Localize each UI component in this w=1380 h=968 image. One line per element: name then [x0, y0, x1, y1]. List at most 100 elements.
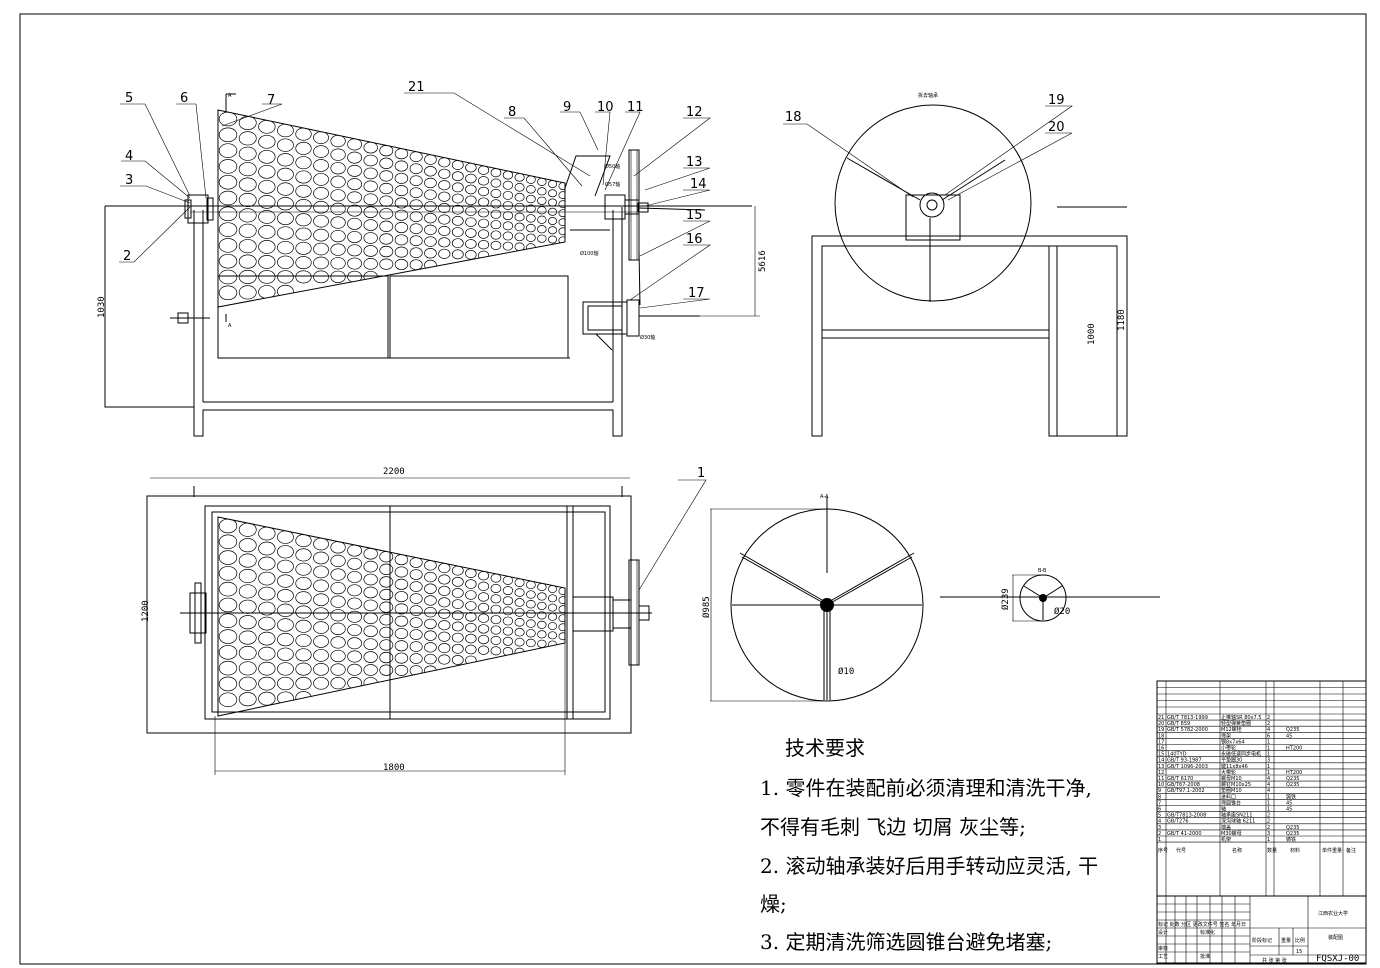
perforation-hole [394, 664, 409, 676]
perforation-hole [347, 663, 362, 676]
perforation-hole [409, 199, 423, 211]
perforation-hole [537, 225, 547, 234]
perforation-hole [394, 148, 409, 160]
perforation-hole [394, 185, 409, 197]
perforation-hole [394, 234, 409, 246]
perforation-hole [537, 611, 547, 620]
perforation-hole [478, 592, 490, 602]
perforation-hole [313, 200, 329, 214]
perforation-hole [465, 239, 477, 249]
perforation-hole [465, 579, 477, 589]
perforation-hole [313, 214, 329, 228]
bom-cell: 大带轮 [1221, 769, 1236, 776]
perforation-hole [258, 270, 276, 284]
perforation-hole [363, 625, 378, 638]
perforation-hole [478, 570, 490, 581]
perforation-hole [379, 157, 394, 169]
perforation-hole [295, 534, 312, 548]
bom-cell: 10 [1158, 782, 1164, 788]
screening-cone-top [217, 516, 566, 717]
perforation-hole [502, 626, 514, 636]
perforation-hole [363, 270, 378, 283]
perforation-hole [526, 629, 536, 638]
perforation-hole [502, 221, 514, 231]
perforation-hole [547, 631, 558, 640]
perforation-hole [478, 186, 490, 197]
perforation-hole [330, 554, 346, 568]
perforation-hole [478, 197, 490, 207]
callout-10: 10 [597, 100, 614, 115]
perforation-hole [537, 187, 547, 196]
perforation-hole [363, 232, 378, 244]
perforation-hole [313, 551, 329, 565]
callout-11: 11 [627, 100, 644, 115]
perforation-hole [295, 648, 312, 662]
bom-cell: GB/T 5782-2000 [1167, 727, 1208, 733]
bom-cell: 螺母M10 [1221, 775, 1242, 782]
perforation-hole [379, 576, 394, 588]
perforation-hole [238, 692, 257, 707]
perforation-hole [347, 138, 362, 151]
callout-9: 9 [563, 100, 571, 115]
perforation-hole [347, 571, 362, 584]
bom-cell: 端盖 [1221, 824, 1231, 831]
bom-cell: Q235 [1286, 727, 1299, 733]
perforation-hole [514, 192, 525, 202]
perforation-hole [424, 618, 437, 630]
perforation-hole [478, 165, 490, 175]
perforation-hole [451, 621, 464, 632]
perforation-hole [526, 638, 536, 648]
perforation-hole [424, 236, 437, 247]
perforation-hole [502, 636, 514, 646]
perforation-hole [218, 127, 238, 143]
perforation-hole [363, 219, 378, 231]
perforation-hole [295, 156, 312, 170]
bom-cell: M30螺母 [1221, 830, 1242, 837]
perforation-hole [514, 222, 525, 232]
perforation-hole [277, 123, 294, 138]
perforation-hole [490, 615, 502, 625]
perforation-hole [409, 259, 423, 271]
perforation-hole [526, 590, 536, 599]
perforation-hole [295, 127, 312, 141]
perforation-hole [558, 623, 565, 632]
perforation-hole [438, 191, 451, 202]
bom-cell: GB/T 859 [1167, 721, 1190, 727]
perforation-hole [330, 622, 346, 635]
perforation-hole [465, 622, 477, 633]
dim-1180: 1180 [1117, 309, 1127, 331]
perforation-hole [218, 285, 238, 301]
perforation-hole [238, 115, 257, 131]
bom-header-cell: 代号 [1176, 847, 1186, 854]
perforation-hole [451, 204, 464, 215]
perforation-hole [424, 595, 437, 606]
perforation-hole [547, 612, 558, 621]
perforation-hole [218, 660, 238, 676]
perforation-hole [330, 676, 346, 690]
perforation-hole [502, 211, 514, 221]
perforation-hole [478, 602, 490, 613]
bom-cell: 3 [1267, 831, 1270, 837]
bom-cell: 19 [1158, 727, 1164, 733]
perforation-hole [514, 588, 525, 597]
perforation-hole [478, 218, 490, 229]
bom-cell: 7 [1158, 800, 1161, 806]
perforation-hole [258, 676, 276, 691]
perforation-hole [424, 166, 437, 177]
bom-cell: 1 [1267, 746, 1270, 752]
bom-cell: 4 [1267, 776, 1270, 782]
perforation-hole [313, 537, 329, 551]
perforation-hole [514, 618, 525, 627]
dim-2200: 2200 [383, 467, 405, 477]
callout-4: 4 [125, 149, 133, 164]
perforation-hole [313, 579, 329, 593]
perforation-hole [330, 636, 346, 649]
perforation-hole [502, 170, 514, 180]
bom-cell: 14 [1158, 758, 1164, 764]
perforation-hole [409, 605, 423, 616]
callout-labels: 5 4 3 2 6 7 21 8 9 10 11 12 13 14 15 16 … [123, 80, 1065, 481]
perforation-hole [424, 606, 437, 618]
perforation-hole [258, 616, 276, 631]
